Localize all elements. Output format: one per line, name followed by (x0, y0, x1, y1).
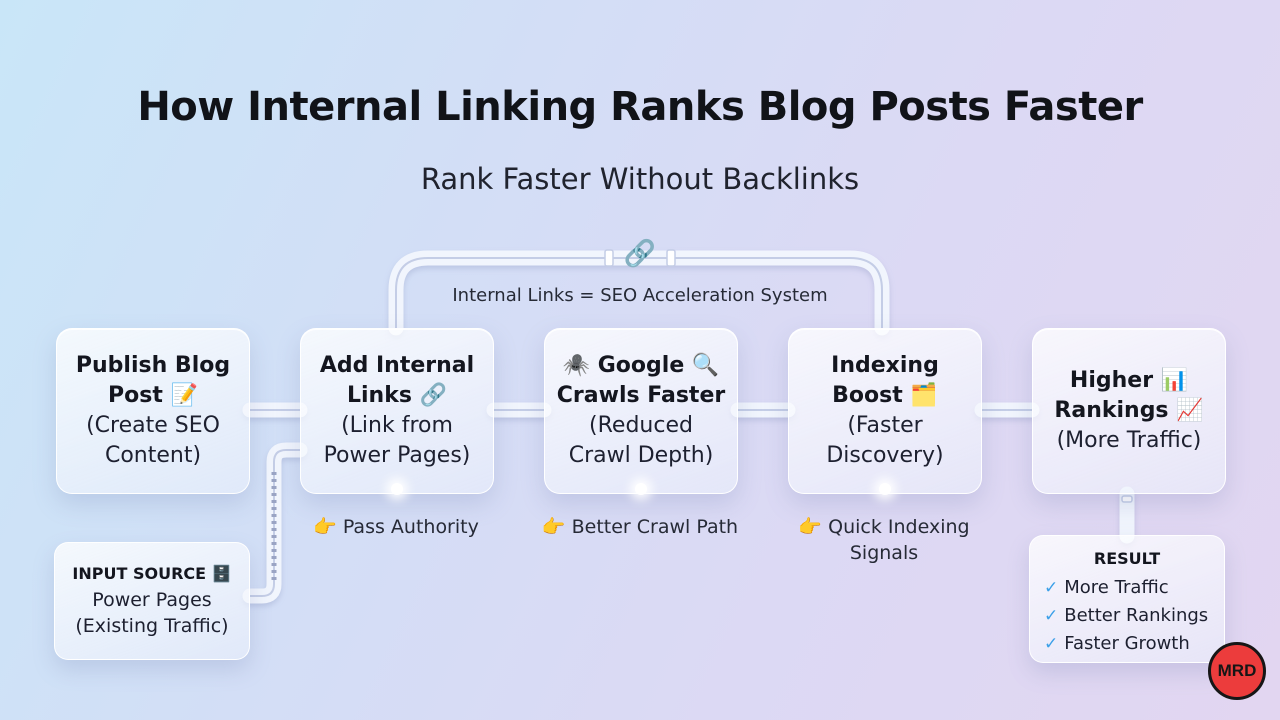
step-card-add-links: Add Internal Links 🔗 (Link from Power Pa… (300, 328, 494, 495)
step-title: 🕷️ Google 🔍 Crawls Faster (556, 353, 726, 408)
result-card: RESULT ✓More Traffic ✓Better Rankings ✓F… (1029, 535, 1225, 663)
chain-link-icon: 🔗 (623, 239, 657, 269)
input-source-title: INPUT SOURCE 🗄️ (72, 564, 232, 583)
step-subtitle: (Link from Power Pages) (323, 413, 471, 468)
result-item-label: Faster Growth (1064, 633, 1190, 654)
note-pass-authority: 👉 Pass Authority (313, 516, 479, 538)
step-subtitle: (Reduced Crawl Depth) (568, 413, 714, 468)
result-item: ✓Faster Growth (1030, 630, 1224, 658)
system-label: Internal Links = SEO Acceleration System (452, 285, 828, 306)
glow-dot (635, 483, 647, 495)
step-card-crawl: 🕷️ Google 🔍 Crawls Faster (Reduced Crawl… (544, 328, 738, 495)
step-card-rankings: Higher 📊 Rankings 📈 (More Traffic) (1032, 328, 1226, 494)
input-source-card: INPUT SOURCE 🗄️ Power Pages (Existing Tr… (54, 542, 250, 660)
result-item-label: More Traffic (1064, 577, 1169, 598)
result-item: ✓More Traffic (1030, 574, 1224, 602)
step-card-publish: Publish Blog Post 📝 (Create SEO Content) (56, 328, 250, 494)
glow-dot (391, 483, 403, 495)
step-title: Indexing Boost 🗂️ (831, 353, 939, 408)
pipe-joints (604, 249, 1133, 503)
glow-dot (879, 483, 891, 495)
result-item: ✓Better Rankings (1030, 602, 1224, 630)
page-title: How Internal Linking Ranks Blog Posts Fa… (137, 84, 1143, 130)
check-icon: ✓ (1044, 606, 1059, 626)
step-subtitle: (Faster Discovery) (826, 413, 944, 468)
page-subtitle: Rank Faster Without Backlinks (420, 162, 860, 196)
input-source-line: Power Pages (92, 589, 212, 611)
input-source-line: (Existing Traffic) (75, 615, 229, 637)
note-crawl-path: 👉 Better Crawl Path (541, 516, 739, 538)
step-subtitle: (Create SEO Content) (86, 413, 220, 468)
step-title: Higher 📊 Rankings 📈 (1054, 368, 1204, 423)
step-card-indexing: Indexing Boost 🗂️ (Faster Discovery) (788, 328, 982, 495)
step-subtitle: (More Traffic) (1056, 428, 1202, 453)
mrd-logo: MRD (1208, 642, 1266, 700)
result-item-label: Better Rankings (1064, 605, 1209, 626)
step-title: Add Internal Links 🔗 (319, 353, 475, 408)
check-icon: ✓ (1044, 634, 1059, 654)
check-icon: ✓ (1044, 578, 1059, 598)
result-title: RESULT (1093, 549, 1161, 568)
note-indexing-signals: 👉 Quick Indexing Signals (798, 516, 970, 564)
step-title: Publish Blog Post 📝 (75, 353, 231, 408)
